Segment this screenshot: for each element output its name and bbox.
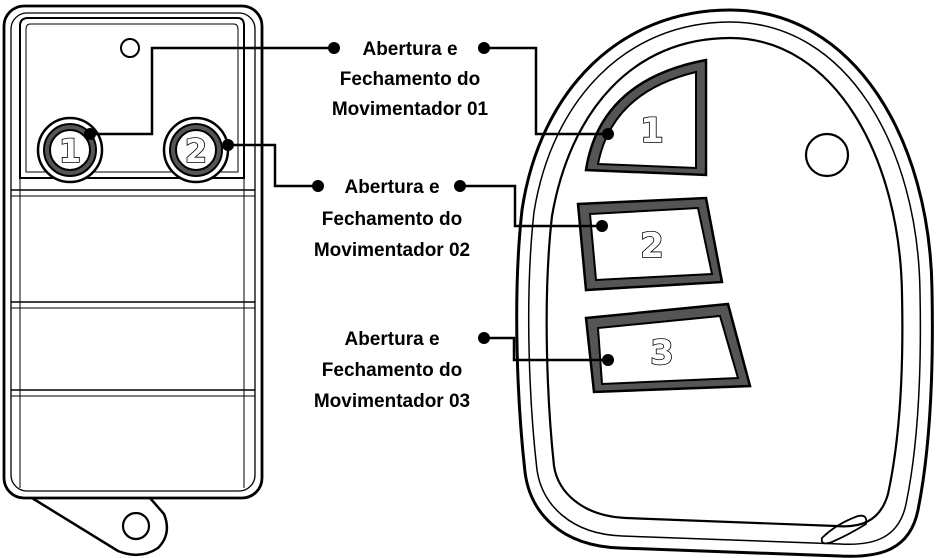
leader-lines (90, 46, 608, 362)
left-remote-body (2, 4, 264, 500)
left-remote-key-tab (31, 496, 169, 557)
label-movimentador-03: Abertura e Fechamento do Movimentador 03 (314, 329, 470, 412)
right-button-1-label: 1 (640, 111, 664, 151)
left-remote-key-hole (121, 511, 151, 541)
leader-label1-left (90, 46, 334, 136)
right-remote-led (804, 132, 850, 178)
right-button-2[interactable]: 2 (576, 196, 724, 292)
right-button-1[interactable]: 1 (584, 58, 708, 177)
label-movimentador-02: Abertura e Fechamento do Movimentador 02 (314, 177, 470, 261)
label2-line2: Fechamento do (322, 209, 462, 230)
leader-label1-right (484, 46, 608, 136)
leader-dots (84, 42, 614, 366)
right-button-3[interactable]: 3 (584, 302, 752, 394)
label3-line1: Abertura e (344, 329, 439, 350)
left-button-2-label: 2 (185, 132, 207, 170)
leader-label2-left (228, 143, 318, 188)
right-remote (515, 8, 934, 558)
left-button-1[interactable]: 1 (36, 116, 104, 184)
label1-line1: Abertura e (362, 39, 457, 60)
label1-line3: Movimentador 01 (332, 99, 489, 120)
led-indicator (120, 38, 140, 58)
label-movimentador-01: Abertura e Fechamento do Movimentador 01 (332, 39, 489, 120)
label3-line3: Movimentador 03 (314, 391, 470, 412)
right-button-2-label: 2 (640, 226, 664, 266)
label1-line2: Fechamento do (340, 69, 480, 90)
label2-line1: Abertura e (344, 177, 439, 198)
left-button-2[interactable]: 2 (162, 116, 230, 184)
right-remote-body (515, 8, 934, 558)
label2-line3: Movimentador 02 (314, 240, 470, 261)
leader-label2-right (460, 184, 602, 228)
left-button-1-label: 1 (59, 132, 81, 170)
left-remote (2, 4, 264, 557)
leader-label3-right (484, 336, 608, 362)
right-button-3-label: 3 (650, 333, 674, 373)
right-remote-slot (820, 514, 868, 545)
label3-line2: Fechamento do (322, 360, 462, 381)
